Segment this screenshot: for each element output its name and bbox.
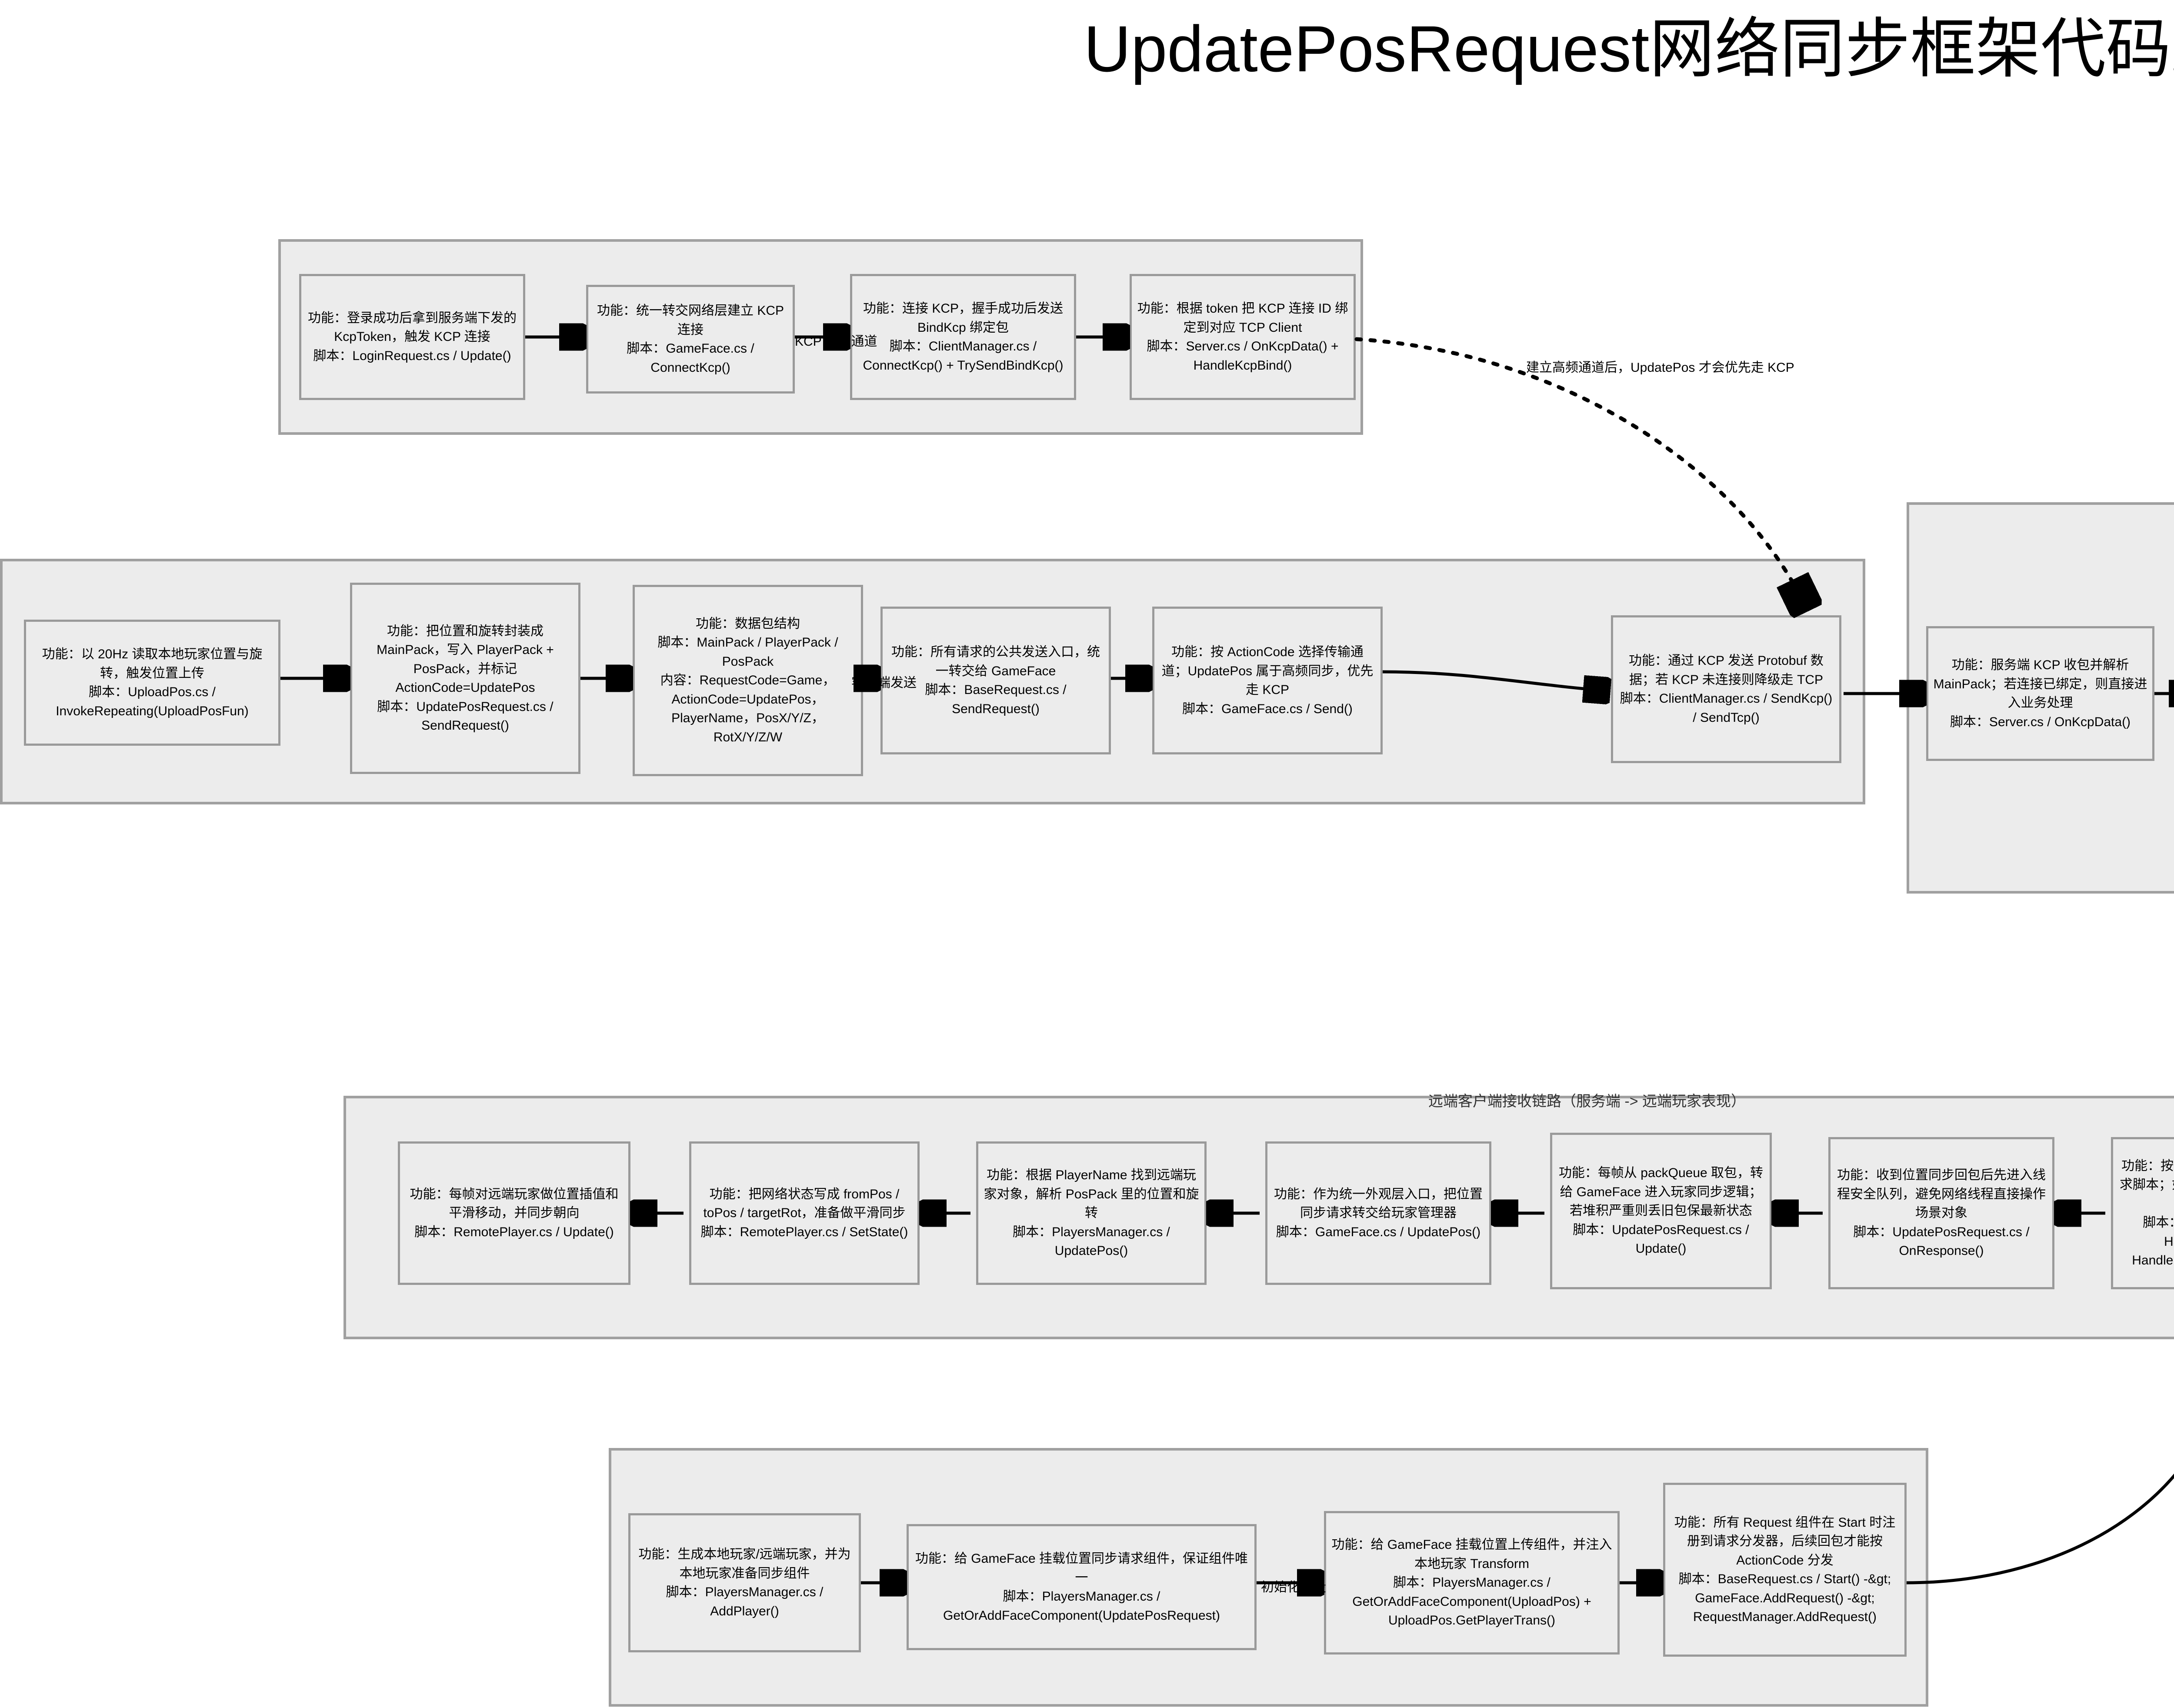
node-packet-struct[interactable]: 功能：数据包结构 脚本：MainPack / PlayerPack / PosP… bbox=[633, 585, 863, 776]
node-server-onkcpdata[interactable]: 功能：服务端 KCP 收包并解析 MainPack；若连接已绑定，则直接进入业务… bbox=[1926, 626, 2154, 761]
node-updateposrequest-onresponse-text: 功能：收到位置同步回包后先进入线程安全队列，避免网络线程直接操作场景对象 脚本：… bbox=[1837, 1168, 2046, 1258]
node-server-kcpbind-text: 功能：根据 token 把 KCP 连接 ID 绑定到对应 TCP Client… bbox=[1137, 301, 1348, 373]
edge-label-kcp-high-freq: KCP 高频通道 bbox=[795, 334, 877, 349]
node-packet-struct-text: 功能：数据包结构 脚本：MainPack / PlayerPack / PosP… bbox=[657, 616, 838, 744]
node-playersmanager-updatepos[interactable]: 功能：根据 PlayerName 找到远端玩家对象，解析 PosPack 里的位… bbox=[976, 1141, 1207, 1285]
node-requestmanager-handle-text: 功能：按 ActionCode 定位对应的请求脚本；如果脚本未注册则先缓存待处理… bbox=[2120, 1158, 2174, 1268]
node-baserequest-start-text: 功能：所有 Request 组件在 Start 时注册到请求分发器，后续回包才能… bbox=[1674, 1515, 1896, 1625]
page-title: UpdatePosRequest网络同步框架代码路径 bbox=[1084, 12, 2174, 85]
node-baserequest-send[interactable]: 功能：所有请求的公共发送入口，统一转交给 GameFace 脚本：BaseReq… bbox=[880, 607, 1111, 754]
node-uploadpos[interactable]: 功能：以 20Hz 读取本地玩家位置与旋转，触发位置上传 脚本：UploadPo… bbox=[24, 620, 280, 746]
node-playersmanager-addplayer[interactable]: 功能：生成本地玩家/远端玩家，并为本地玩家准备同步组件 脚本：PlayersMa… bbox=[628, 1513, 861, 1652]
node-clientmanager-sendkcp-text: 功能：通过 KCP 发送 Protobuf 数据；若 KCP 未连接则降级走 T… bbox=[1620, 654, 1833, 725]
node-getoradd-updateposrequest[interactable]: 功能：给 GameFace 挂载位置同步请求组件，保证组件唯一 脚本：Playe… bbox=[907, 1524, 1257, 1650]
node-clientmanager-connectkcp-text: 功能：连接 KCP，握手成功后发送 BindKcp 绑定包 脚本：ClientM… bbox=[863, 301, 1064, 373]
node-baserequest-send-text: 功能：所有请求的公共发送入口，统一转交给 GameFace 脚本：BaseReq… bbox=[891, 645, 1100, 716]
node-getoradd-uploadpos-text: 功能：给 GameFace 挂载位置上传组件，并注入本地玩家 Transform… bbox=[1331, 1538, 1612, 1628]
edge-label-client-send: 客户端发送 bbox=[851, 676, 917, 690]
node-uploadpos-text: 功能：以 20Hz 读取本地玩家位置与旋转，触发位置上传 脚本：UploadPo… bbox=[42, 647, 263, 718]
node-gameface-updatepos-text: 功能：作为统一外观层入口，把位置同步请求转交给玩家管理器 脚本：GameFace… bbox=[1274, 1187, 1483, 1239]
node-getoradd-updateposrequest-text: 功能：给 GameFace 挂载位置同步请求组件，保证组件唯一 脚本：Playe… bbox=[915, 1551, 1248, 1623]
edge-label-high-freq-note: 建立高频通道后，UpdatePos 才会优先走 KCP bbox=[1526, 360, 1794, 375]
node-baserequest-start[interactable]: 功能：所有 Request 组件在 Start 时注册到请求分发器，后续回包才能… bbox=[1663, 1483, 1907, 1657]
node-gameface-connectkcp-text: 功能：统一转交网络层建立 KCP 连接 脚本：GameFace.cs / Con… bbox=[597, 304, 784, 375]
node-remoteplayer-setstate[interactable]: 功能：把网络状态写成 fromPos / toPos / targetRot，准… bbox=[689, 1141, 920, 1285]
node-server-kcpbind[interactable]: 功能：根据 token 把 KCP 连接 ID 绑定到对应 TCP Client… bbox=[1130, 274, 1356, 400]
node-gameface-connectkcp[interactable]: 功能：统一转交网络层建立 KCP 连接 脚本：GameFace.cs / Con… bbox=[586, 285, 795, 394]
node-login-request[interactable]: 功能：登录成功后拿到服务端下发的 KcpToken，触发 KCP 连接 脚本：L… bbox=[299, 274, 525, 400]
node-updateposrequest-send-text: 功能：把位置和旋转封装成 MainPack，写入 PlayerPack + Po… bbox=[377, 624, 554, 733]
node-clientmanager-sendkcp[interactable]: 功能：通过 KCP 发送 Protobuf 数据；若 KCP 未连接则降级走 T… bbox=[1611, 615, 1841, 763]
node-updateposrequest-update-text: 功能：每帧从 packQueue 取包，转给 GameFace 进入玩家同步逻辑… bbox=[1558, 1166, 1764, 1256]
group-remote-receive-label: 远端客户端接收链路（服务端 -> 远端玩家表现） bbox=[1428, 1093, 1746, 1110]
node-remoteplayer-update[interactable]: 功能：每帧对远端玩家做位置插值和平滑移动，并同步朝向 脚本：RemotePlay… bbox=[398, 1141, 630, 1285]
node-remoteplayer-setstate-text: 功能：把网络状态写成 fromPos / toPos / targetRot，准… bbox=[700, 1187, 908, 1239]
node-updateposrequest-onresponse[interactable]: 功能：收到位置同步回包后先进入线程安全队列，避免网络线程直接操作场景对象 脚本：… bbox=[1828, 1137, 2054, 1289]
node-server-onkcpdata-text: 功能：服务端 KCP 收包并解析 MainPack；若连接已绑定，则直接进入业务… bbox=[1933, 658, 2147, 729]
node-playersmanager-addplayer-text: 功能：生成本地玩家/远端玩家，并为本地玩家准备同步组件 脚本：PlayersMa… bbox=[638, 1547, 851, 1618]
node-clientmanager-connectkcp[interactable]: 功能：连接 KCP，握手成功后发送 BindKcp 绑定包 脚本：ClientM… bbox=[850, 274, 1076, 400]
node-login-request-text: 功能：登录成功后拿到服务端下发的 KcpToken，触发 KCP 连接 脚本：L… bbox=[308, 310, 517, 363]
node-getoradd-uploadpos[interactable]: 功能：给 GameFace 挂载位置上传组件，并注入本地玩家 Transform… bbox=[1324, 1511, 1620, 1655]
node-updateposrequest-send[interactable]: 功能：把位置和旋转封装成 MainPack，写入 PlayerPack + Po… bbox=[350, 583, 580, 774]
node-updateposrequest-update[interactable]: 功能：每帧从 packQueue 取包，转给 GameFace 进入玩家同步逻辑… bbox=[1550, 1133, 1772, 1289]
node-gameface-send-text: 功能：按 ActionCode 选择传输通道；UpdatePos 属于高频同步，… bbox=[1161, 645, 1374, 716]
node-requestmanager-handle[interactable]: 功能：按 ActionCode 定位对应的请求脚本；如果脚本未注册则先缓存待处理… bbox=[2111, 1137, 2174, 1289]
node-remoteplayer-update-text: 功能：每帧对远端玩家做位置插值和平滑移动，并同步朝向 脚本：RemotePlay… bbox=[410, 1187, 619, 1239]
node-playersmanager-updatepos-text: 功能：根据 PlayerName 找到远端玩家对象，解析 PosPack 里的位… bbox=[984, 1168, 1199, 1258]
node-gameface-send[interactable]: 功能：按 ActionCode 选择传输通道；UpdatePos 属于高频同步，… bbox=[1152, 607, 1383, 754]
node-gameface-updatepos[interactable]: 功能：作为统一外观层入口，把位置同步请求转交给玩家管理器 脚本：GameFace… bbox=[1265, 1141, 1491, 1285]
edge-label-init-stage: 初始化阶段 bbox=[1261, 1580, 1326, 1595]
